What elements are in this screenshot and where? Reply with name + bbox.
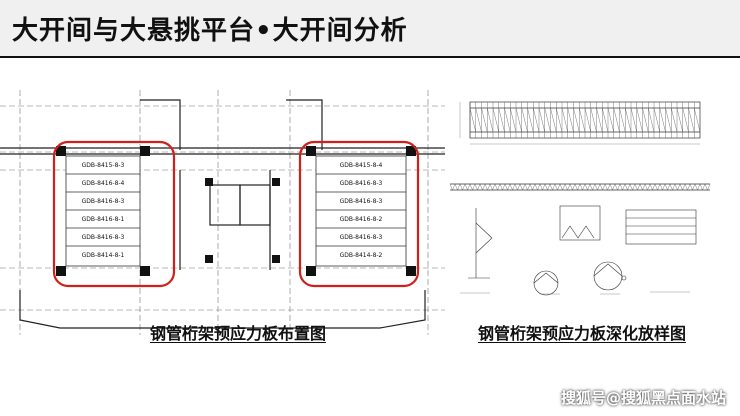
left-panel-caption: 钢管桁架预应力板布置图: [150, 324, 327, 343]
left-panel-label-3: GDB-8416-8-3: [82, 198, 125, 205]
right-panel-label-6: GDB-8414-8-2: [340, 252, 383, 259]
right-panel-label-2: GDB-8416-8-3: [340, 180, 383, 187]
highlight-right-block: [298, 140, 420, 288]
layout-plan-drawing: GDB-8415-8-3 GDB-8416-8-4 GDB-8416-8-3 G…: [0, 90, 445, 335]
watermark: 搜狐号@搜狐黑点面水站: [560, 389, 726, 407]
right-panel-label-5: GDB-8416-8-3: [340, 234, 383, 241]
right-panel-label-1: GDB-8415-8-4: [340, 162, 383, 169]
right-panel-label-4: GDB-8416-8-2: [340, 216, 383, 223]
left-panel-label-4: GDB-8416-8-1: [82, 216, 125, 223]
left-panel-label-5: GDB-8416-8-3: [82, 234, 125, 241]
right-panel-caption: 钢管桁架预应力板深化放样图: [478, 324, 687, 343]
left-panel-label-2: GDB-8416-8-4: [82, 180, 125, 187]
page-title: 大开间与大悬挑平台•大开间分析: [12, 16, 408, 46]
title-bar: 大开间与大悬挑平台•大开间分析: [0, 0, 740, 58]
highlight-left-block: [52, 140, 176, 288]
left-panel-label-6: GDB-8414-8-1: [82, 252, 125, 259]
detail-drawing: [450, 101, 711, 296]
left-panel-label-1: GDB-8415-8-3: [82, 162, 125, 169]
right-panel-label-3: GDB-8416-8-3: [340, 198, 383, 205]
